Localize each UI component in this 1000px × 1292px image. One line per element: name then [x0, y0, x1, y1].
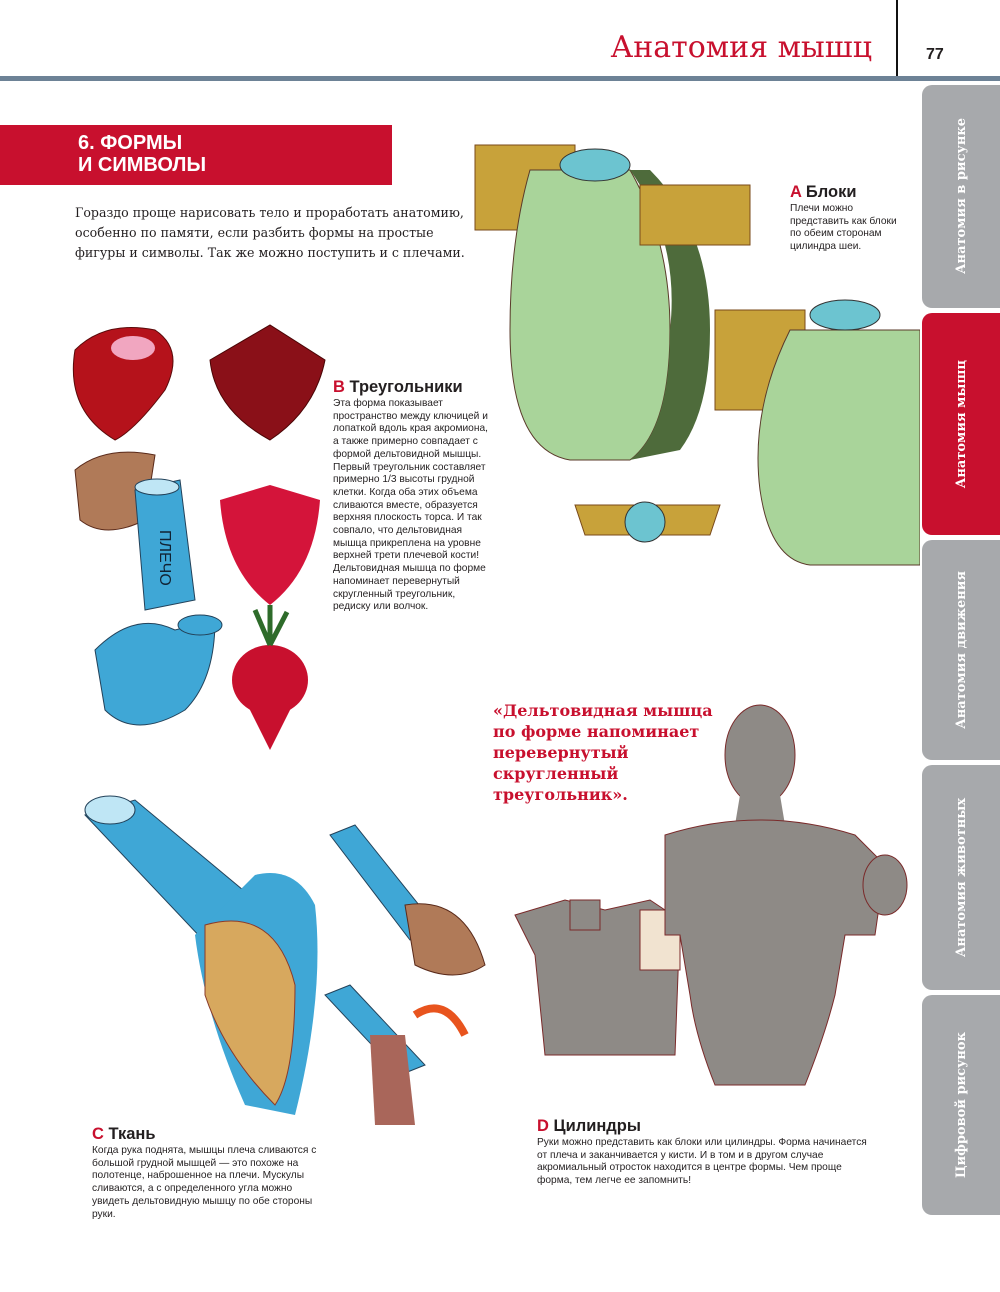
section-title-line: 6. ФОРМЫ [78, 132, 183, 154]
caption-letter: A [790, 183, 802, 201]
caption-text: Плечи можно представить как блоки по обе… [790, 203, 897, 253]
side-tab-digital-drawing[interactable]: Цифровой рисунок [922, 995, 1000, 1215]
caption-text: Руки можно представить как блоки или цил… [537, 1137, 867, 1187]
side-tab-anatomy-drawing[interactable]: Анатомия в рисунке [922, 85, 1000, 308]
cloth-illustration [84, 795, 486, 1125]
caption-letter: C [92, 1125, 104, 1143]
pull-quote: «Дельтовидная мышца по форме напоминает … [493, 701, 713, 804]
caption-a: A Блоки Плечи можно представить как блок… [790, 183, 910, 254]
caption-text: Когда рука поднята, мышцы плеча сливаютс… [92, 1145, 317, 1220]
triangles-illustration: ПЛЕЧО [72, 324, 326, 750]
side-tab-animal-anatomy[interactable]: Анатомия животных [922, 765, 1000, 990]
header-divider [896, 0, 898, 76]
caption-b: B Треугольники Эта форма показывает прос… [333, 378, 493, 614]
side-tab-label: Анатомия в рисунке [953, 118, 969, 275]
caption-title: Блоки [805, 183, 857, 201]
caption-title: Ткань [108, 1125, 156, 1143]
shoulder-label: ПЛЕЧО [156, 530, 173, 586]
caption-title: Цилиндры [553, 1117, 641, 1135]
side-tab-muscle-anatomy[interactable]: Анатомия мышц [922, 313, 1000, 535]
caption-letter: D [537, 1117, 549, 1135]
side-tab-label: Анатомия мышц [953, 359, 969, 489]
blocks-illustration [474, 144, 920, 566]
side-tab-label: Анатомия животных [953, 797, 969, 958]
caption-title: Треугольники [349, 378, 463, 396]
page-number: 77 [926, 46, 944, 63]
section-title: 6. ФОРМЫ И СИМВОЛЫ [0, 125, 392, 185]
side-tab-label: Цифровой рисунок [953, 1031, 969, 1179]
side-tab-movement-anatomy[interactable]: Анатомия движения [922, 540, 1000, 760]
caption-c: C Ткань Когда рука поднята, мышцы плеча … [92, 1125, 317, 1221]
intro-text: Гораздо проще нарисовать тело и проработ… [75, 205, 465, 260]
side-tab-label: Анатомия движения [953, 571, 969, 729]
section-title-line: И СИМВОЛЫ [78, 154, 207, 176]
chapter-title: Анатомия мышц [610, 30, 872, 65]
caption-letter: B [333, 378, 345, 396]
cylinders-illustration [514, 704, 908, 1086]
caption-d: D Цилиндры Руки можно представить как бл… [537, 1117, 877, 1188]
header-rule [0, 76, 1000, 81]
caption-text: Эта форма показывает пространство между … [333, 398, 488, 613]
